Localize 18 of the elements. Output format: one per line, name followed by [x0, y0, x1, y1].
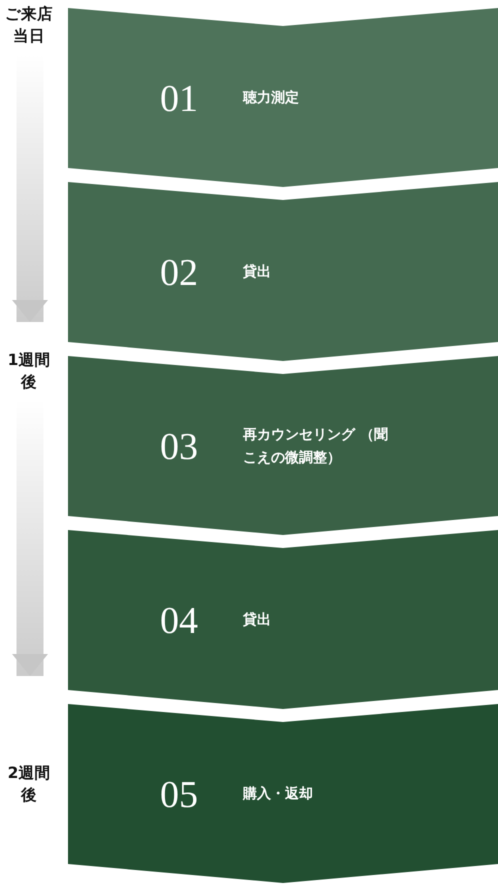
step-label: 聴力測定	[243, 88, 300, 108]
time-label: 2週間後	[4, 763, 54, 806]
step-number: 04	[160, 602, 198, 640]
step-number: 02	[160, 254, 198, 292]
step-number: 05	[160, 776, 198, 814]
chevron-band	[68, 356, 498, 535]
step-label: 再カウンセリング （聞こえの微調整）	[243, 426, 389, 468]
step-number: 01	[160, 80, 198, 118]
time-label: 1週間後	[4, 350, 54, 394]
chevron-band	[68, 8, 498, 187]
chevron-band	[68, 182, 498, 361]
chevron-band	[68, 704, 498, 883]
chevron-band	[68, 530, 498, 709]
step-label: 貸出	[243, 610, 272, 630]
time-label: ご来店当日	[4, 4, 54, 48]
step-number: 03	[160, 428, 198, 466]
step-label: 貸出	[243, 262, 272, 282]
step-label: 購入・返却	[243, 785, 314, 804]
